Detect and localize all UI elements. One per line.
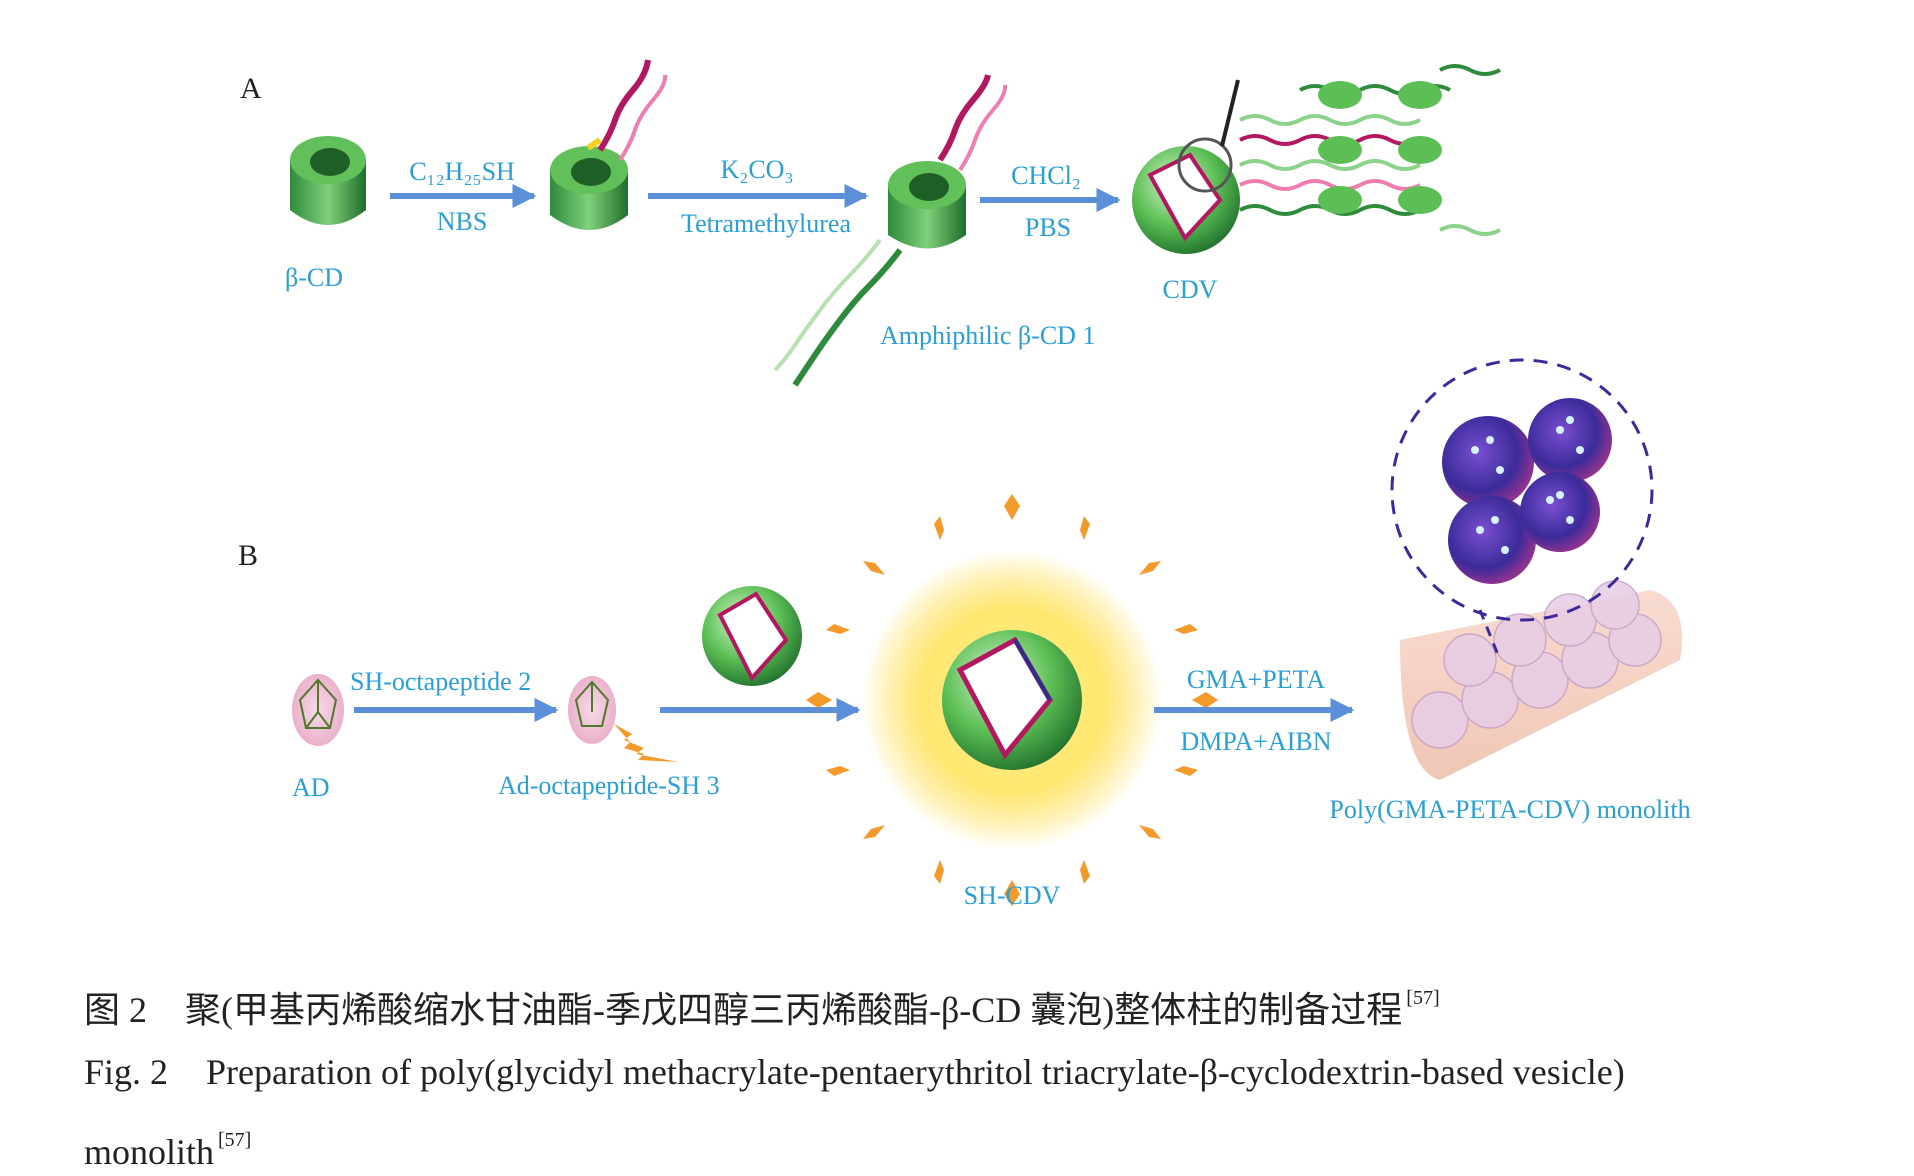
step1-reagent-top: C₁₂H₂₅SH [409, 157, 515, 186]
ad-label: AD [292, 773, 330, 802]
step3-reagent-top: CHCl₂ [1011, 161, 1081, 190]
step2-reagent-bottom: Tetramethylurea [681, 209, 851, 238]
b-step3-reagent-bottom: DMPA+AIBN [1181, 727, 1332, 756]
caption-english-line2: monolith[57] [84, 1118, 251, 1174]
caption-en-lead: Fig. 2 [84, 1052, 169, 1092]
bilayer-zoom-icon [1239, 64, 1501, 236]
b-step3-reagent-top: GMA+PETA [1187, 665, 1325, 694]
modified-cd-icon [550, 59, 668, 230]
caption-en-text: Preparation of poly(glycidyl methacrylat… [206, 1052, 1625, 1092]
amphiphilic-cd-icon [773, 74, 1008, 387]
step3-reagent-bottom: PBS [1025, 213, 1071, 242]
cdv-vesicle-icon [1132, 79, 1240, 254]
cdv-small-icon [702, 586, 802, 686]
panel-b-label: B [238, 539, 258, 572]
step2-reagent-top: K₂CO₃ [720, 155, 793, 184]
ad-octapeptide-icon [568, 676, 678, 762]
sh-cdv-icon [806, 494, 1218, 906]
caption-chinese: 图 2 聚(甲基丙烯酸缩水甘油酯-季戊四醇三丙烯酸酯-β-CD 囊泡)整体柱的制备… [84, 976, 1440, 1032]
sh-cdv-label: SH-CDV [964, 881, 1061, 910]
cdv-label: CDV [1163, 275, 1218, 304]
beta-cd-label: β-CD [285, 263, 343, 292]
beta-cd-icon [290, 136, 366, 225]
caption-cn-ref: [57] [1406, 987, 1440, 1009]
monolith-column-icon [1390, 358, 1682, 780]
b-step1-reagent: SH-octapeptide 2 [350, 667, 531, 696]
figure-diagram: A β-CD C₁₂H₂₅SH NBS K₂CO₃ Tetramethylure… [238, 59, 1691, 910]
caption-en-ref: [57] [218, 1129, 252, 1151]
adamantane-icon [292, 674, 344, 746]
monolith-label: Poly(GMA-PETA-CDV) monolith [1329, 795, 1690, 824]
amphiphilic-label: Amphiphilic β-CD 1 [880, 321, 1095, 350]
step1-reagent-bottom: NBS [437, 207, 488, 236]
caption-cn-lead: 图 2 [84, 990, 148, 1030]
caption-en-text-line2: monolith [84, 1132, 215, 1172]
panel-a-label: A [240, 72, 262, 105]
caption-cn-text: 聚(甲基丙烯酸缩水甘油酯-季戊四醇三丙烯酸酯-β-CD 囊泡)整体柱的制备过程 [185, 990, 1403, 1030]
ad-octapeptide-label: Ad-octapeptide-SH 3 [498, 771, 720, 800]
caption-english: Fig. 2 Preparation of poly(glycidyl metha… [84, 1050, 1625, 1094]
